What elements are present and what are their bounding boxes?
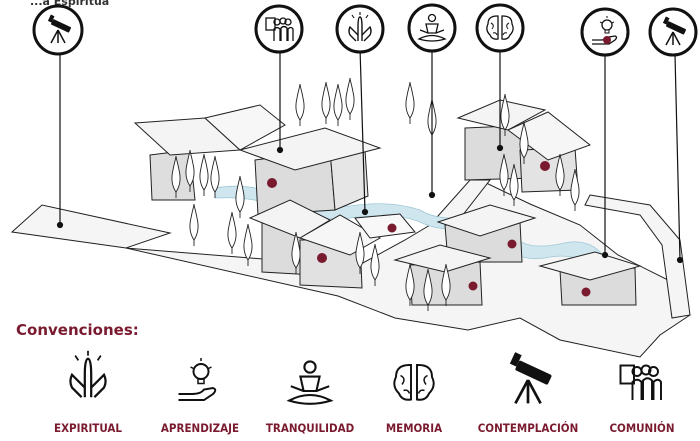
telescope-icon	[508, 350, 554, 405]
legend-item-comunion: COMUNIÓN	[609, 364, 675, 435]
legend-label-espiritual: EXPIRITUAL	[54, 421, 122, 435]
legend-item-contemplacion: CONTEMPLACIÓN	[478, 350, 579, 435]
legend-item-aprendizaje: APRENDIZAJE	[161, 357, 239, 435]
legend-item-tranquilidad: TRANQUILIDAD	[266, 360, 355, 435]
map-marker-brain	[475, 3, 525, 53]
map-marker-group-people	[254, 4, 304, 54]
legend-title: Convenciones:	[16, 321, 139, 339]
legend-item-espiritual: EXPIRITUAL	[54, 349, 122, 435]
legend-label-memoria: MEMORIA	[386, 421, 442, 435]
meditation-icon	[288, 360, 332, 405]
building-group-center	[248, 199, 416, 289]
map-marker-meditation	[407, 3, 457, 53]
legend-label-aprendizaje: APRENDIZAJE	[161, 421, 239, 435]
map-marker-praying-hands	[335, 4, 385, 54]
map-marker-telescope	[32, 4, 84, 56]
lightbulb-hand-icon	[177, 357, 217, 401]
legend-item-memoria: MEMORIA	[386, 364, 442, 435]
legend-label-tranquilidad: TRANQUILIDAD	[266, 421, 355, 435]
map-marker-lightbulb-hand	[580, 7, 630, 57]
map-marker-telescope-right	[648, 7, 698, 57]
brain-icon	[393, 364, 435, 401]
marker-leader-lines	[56, 47, 684, 264]
building-group-left	[133, 104, 382, 216]
legend-label-comunion: COMUNIÓN	[609, 420, 674, 435]
group-people-icon	[619, 364, 662, 401]
legend-label-contemplacion: CONTEMPLACIÓN	[478, 420, 579, 435]
header-fragment: ...a Espiritua	[30, 0, 109, 8]
praying-hands-icon	[69, 349, 107, 399]
